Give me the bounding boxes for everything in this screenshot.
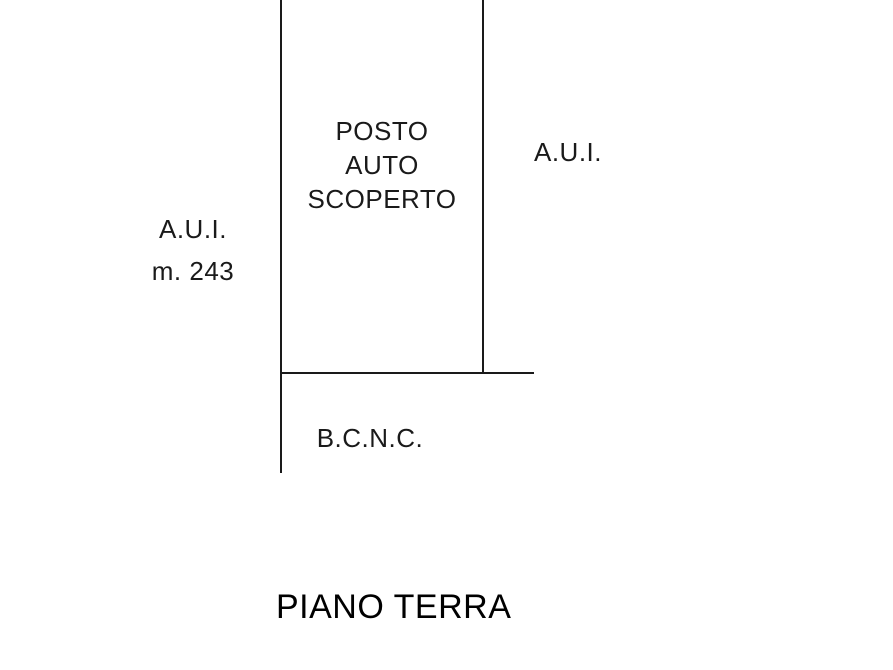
- left-area-label: A.U.I. m. 243: [128, 208, 258, 292]
- left-area-line1: A.U.I.: [158, 214, 227, 244]
- floor-title: PIANO TERRA: [276, 588, 512, 626]
- wall-right-vertical: [482, 0, 484, 374]
- common-area-label: B.C.N.C.: [316, 423, 424, 453]
- left-area-line2: m. 243: [151, 256, 235, 286]
- wall-horizontal: [280, 372, 534, 374]
- right-area-label: A.U.I.: [533, 137, 602, 167]
- parking-label-line3: SCOPERTO: [307, 184, 457, 214]
- parking-label-line1: POSTO: [335, 116, 429, 146]
- parking-label: POSTO AUTO SCOPERTO: [282, 114, 482, 216]
- parking-label-line2: AUTO: [345, 150, 419, 180]
- wall-left-vertical: [280, 0, 282, 473]
